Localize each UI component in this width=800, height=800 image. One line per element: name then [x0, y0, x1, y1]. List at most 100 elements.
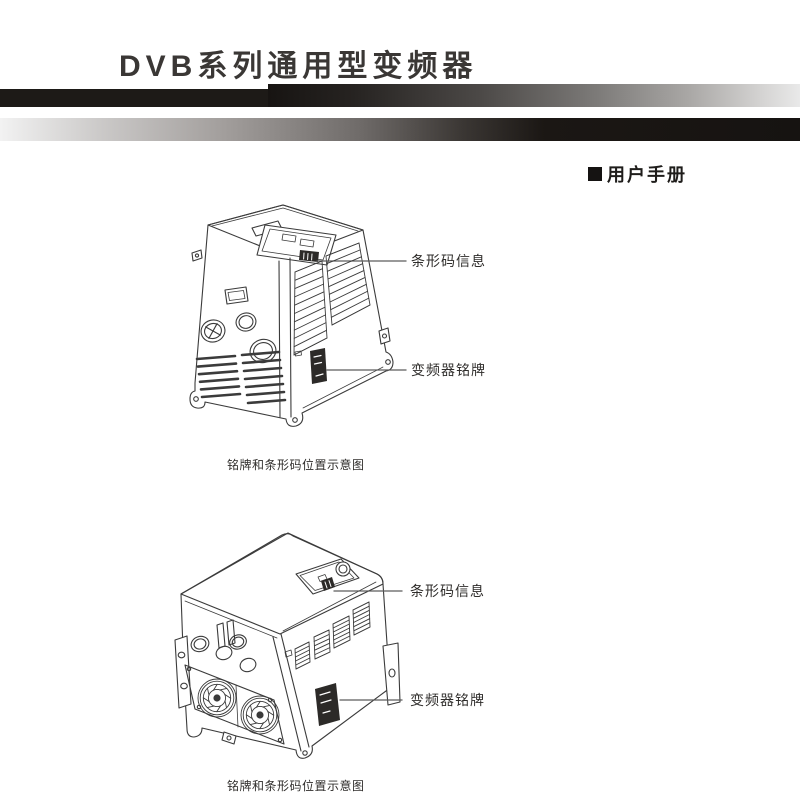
vent-louver: [294, 299, 325, 314]
vent-louver: [333, 639, 351, 649]
fig1-caption: 铭牌和条形码位置示意图: [227, 458, 365, 472]
fan-blade: [255, 700, 261, 708]
leader-lines: [333, 590, 403, 701]
fan-blade: [250, 704, 253, 713]
vent-louver: [328, 276, 366, 295]
vent-louver: [294, 291, 325, 306]
cable-gland-knockouts: [200, 286, 277, 364]
vent-louver: [293, 337, 328, 356]
manual-tag: 用户手册: [588, 161, 687, 187]
vent-louver: [332, 619, 350, 629]
cooling-fan: [242, 697, 278, 733]
fan-blade: [259, 722, 265, 730]
vent-louver: [326, 256, 362, 272]
vent-louver: [294, 283, 324, 298]
vent-louver: [242, 366, 283, 373]
vent-louver: [293, 306, 326, 323]
mount-tab-right: [378, 327, 391, 345]
fig2-nameplate-label: 变频器铭牌: [410, 692, 485, 708]
vent-louver: [294, 275, 324, 290]
vent-louver: [327, 263, 364, 280]
mount-foot: [221, 731, 237, 745]
fan-blade: [249, 722, 258, 725]
vent-louver: [332, 615, 350, 625]
square-bullet-icon: [588, 167, 602, 181]
vent-louver: [326, 249, 361, 265]
device-body-outline: [189, 204, 394, 427]
cooling-fan: [208, 688, 227, 707]
vent-louver: [314, 647, 331, 656]
vent-louver: [332, 623, 350, 633]
cooling-fan: [250, 705, 269, 724]
fan-blade: [262, 705, 271, 708]
vent-louver: [331, 304, 371, 326]
fan-blade: [212, 683, 218, 691]
vent-louver: [353, 614, 370, 623]
vent-louver: [294, 641, 310, 650]
vent-louver: [313, 638, 330, 647]
barcode-mark: [321, 577, 335, 591]
vent-louver: [353, 618, 371, 628]
nameplate-mark: [315, 683, 340, 726]
vent-louver: [329, 283, 367, 303]
vent-louver: [246, 398, 287, 405]
vent-louver: [333, 635, 351, 645]
vent-louver: [325, 242, 360, 257]
top-face: [180, 532, 384, 639]
vent-louver: [294, 649, 310, 658]
fig2-caption: 铭牌和条形码位置示意图: [227, 779, 365, 793]
fan-hub: [256, 711, 264, 719]
mount-bracket-right: [382, 642, 401, 706]
vent-louver: [353, 622, 371, 632]
mount-tab-left: [191, 249, 203, 262]
vent-louver: [200, 392, 242, 399]
round-cap: [335, 561, 351, 577]
vent-louver: [352, 601, 370, 611]
barcode-mark: [299, 250, 319, 262]
vent-louver: [330, 290, 369, 311]
fig2-barcode-label: 条形码信息: [410, 583, 485, 599]
fan-blade: [206, 705, 215, 708]
fan-hub: [213, 694, 221, 702]
fan-blade: [224, 693, 232, 699]
page-title: DVB系列通用型变频器: [119, 50, 478, 83]
vent-louver: [245, 390, 286, 397]
vent-louver: [333, 627, 350, 637]
vent-louver: [293, 322, 327, 339]
vent-louver: [199, 385, 241, 391]
fan-blade: [267, 717, 270, 726]
vent-louver: [293, 329, 327, 348]
vent-louver: [240, 350, 281, 357]
vent-louver: [295, 653, 311, 662]
nameplate-mark: [310, 348, 327, 384]
vent-louver: [333, 631, 351, 641]
vent-louver: [328, 270, 365, 288]
vent-louver: [244, 382, 285, 389]
vent-louver: [352, 605, 370, 615]
mount-bracket-left: [174, 635, 192, 709]
cooling-fan: [197, 678, 237, 718]
vent-louver: [313, 633, 330, 642]
vent-louver: [295, 661, 311, 670]
vent-louver: [313, 629, 330, 638]
vent-louver: [294, 260, 323, 273]
vent-louver: [195, 354, 237, 361]
fig1-nameplate-label: 变频器铭牌: [411, 362, 486, 378]
fan-blade: [216, 705, 222, 713]
vent-louver: [330, 297, 370, 318]
fig1-barcode-label: 条形码信息: [411, 253, 486, 269]
manual-tag-label: 用户手册: [607, 165, 687, 185]
vent-louver: [196, 362, 238, 368]
vent-louver: [241, 358, 282, 365]
fan-blade: [202, 697, 210, 703]
vent-louver: [314, 642, 331, 651]
vent-louver: [243, 374, 284, 381]
vent-louver: [294, 268, 323, 281]
vent-louver: [294, 645, 310, 654]
header-bar-reverse-gradient: [0, 118, 800, 141]
fan-blade: [224, 700, 227, 709]
header-bar-black-segment: [0, 89, 268, 107]
vent-louver: [198, 377, 240, 384]
vent-louver: [314, 651, 331, 660]
